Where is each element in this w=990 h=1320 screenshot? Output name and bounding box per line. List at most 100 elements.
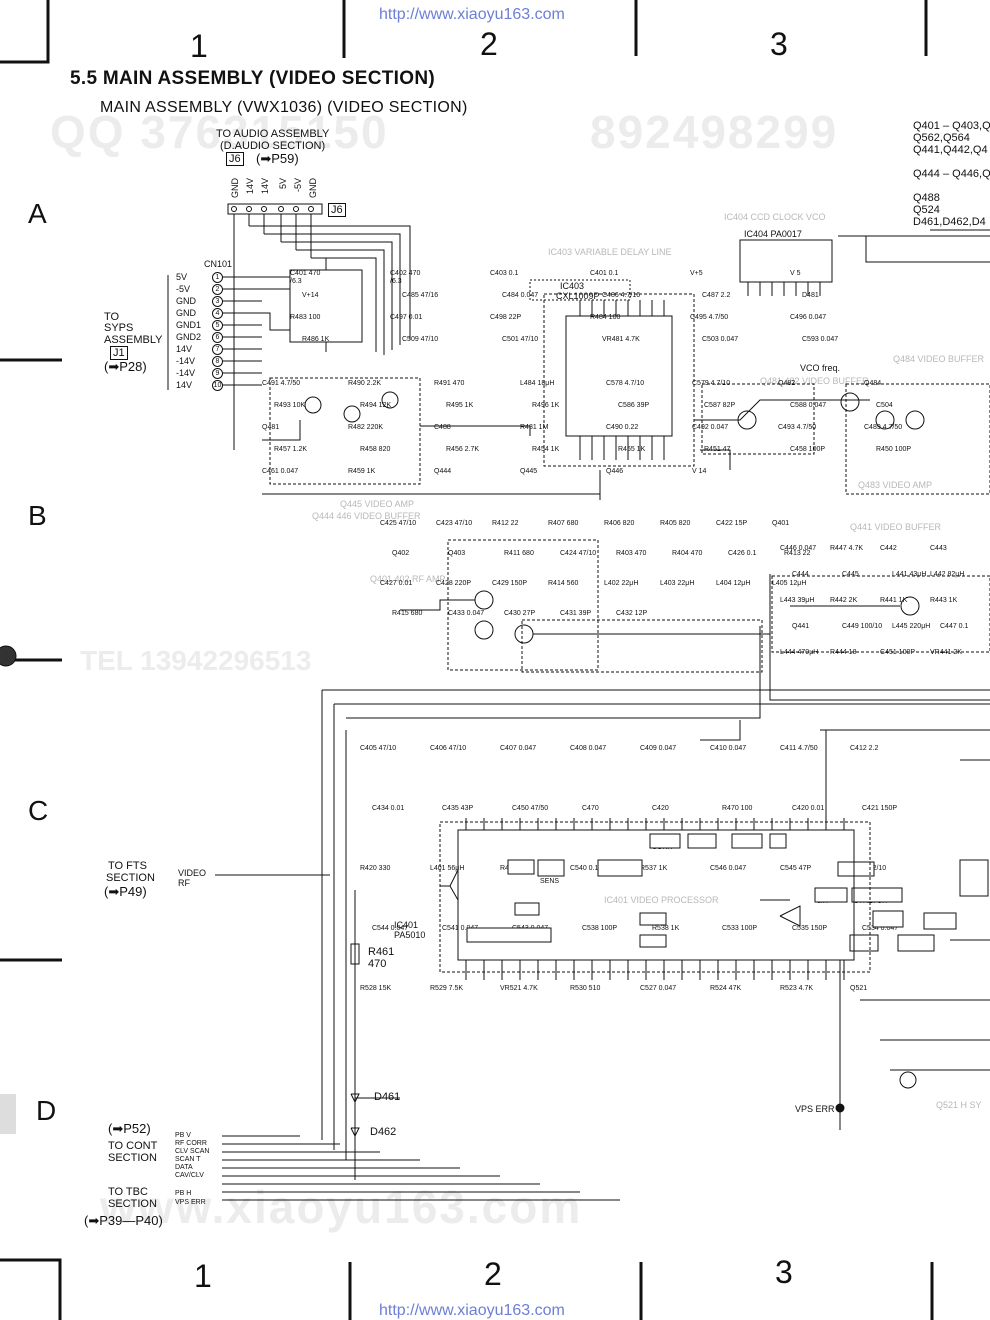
cn101-pin-3: GND	[176, 296, 196, 306]
component-rf-24: L405 12μH	[772, 580, 807, 587]
component-lower-16: C421 150P	[862, 805, 898, 812]
component-rf-10: Q403	[448, 550, 466, 557]
q441-symbol	[900, 596, 920, 616]
tbc-page[interactable]: (➡P39—P40)	[84, 1213, 163, 1228]
ic401-box	[439, 821, 871, 973]
d462-symbol	[350, 1127, 360, 1138]
q401-symbol	[474, 590, 494, 610]
corner-mark-bottom-left	[0, 1258, 62, 1320]
feedback-line-1	[262, 470, 601, 495]
component-top-5: V+5	[690, 270, 703, 277]
cn101-pin-10: 14V	[176, 380, 193, 390]
component-lower-21: R537 1K	[640, 865, 668, 872]
page-subtitle: MAIN ASSEMBLY (VWX1036) (VIDEO SECTION)	[100, 99, 468, 116]
syps-id: J1	[110, 346, 128, 360]
component-mid-15: C588 0.047	[790, 402, 827, 409]
component-lower-15: C420 0.01	[792, 805, 825, 812]
component-rf-19: C429 150P	[492, 580, 528, 587]
syps-line3: ASSEMBLY	[104, 334, 163, 346]
cont-signal-5: DATA	[175, 1164, 193, 1171]
ic403-part: CXL1009P	[556, 291, 600, 301]
syps-line2: SYPS	[104, 322, 134, 334]
component-mid-16: C504	[876, 402, 893, 409]
component-right-9: L443 39μH	[780, 597, 815, 604]
note-q488: Q488	[913, 192, 940, 204]
note-q401: Q401 – Q403,Q	[913, 120, 990, 132]
q521-symbol	[899, 1071, 917, 1089]
rf-in	[400, 599, 475, 611]
ic403-dash-outline	[529, 279, 631, 301]
function-block-12	[923, 912, 957, 930]
component-rf-28: C431 39P	[560, 610, 592, 617]
component-right-12: R443 1K	[930, 597, 958, 604]
watermark-url-bottom[interactable]: http://www.xiaoyu163.com	[379, 1302, 565, 1319]
column-label-3: 3	[770, 26, 788, 62]
fts-page[interactable]: (➡P49)	[104, 884, 147, 899]
component-mid-6: C579 4.7/10	[692, 380, 731, 387]
component-lower-25: C544 0.047	[372, 925, 409, 932]
component-mid-31: C458 100P	[790, 446, 826, 453]
component-lower-32: C534 0.047	[862, 925, 899, 932]
component-mid-18: R482 220K	[348, 424, 384, 431]
q446-output	[420, 425, 531, 436]
r461-body	[350, 943, 360, 965]
j6-pin-6	[308, 206, 314, 212]
component-right-16: C447 0.1	[940, 623, 969, 630]
syps-line1: TO	[104, 311, 120, 323]
component-top-2: C402 470 /6.3	[390, 270, 421, 285]
audio-connector-page[interactable]: (➡P59)	[256, 151, 299, 166]
component-rf-27: C430 27P	[504, 610, 536, 617]
component-lower-6: C410 0.047	[710, 745, 747, 752]
d461-label: D461	[374, 1091, 401, 1103]
ic404-name: IC404 PA0017	[744, 229, 802, 239]
component-top-24: C593 0.047	[802, 336, 839, 343]
ic404-right-wire	[865, 236, 990, 263]
component-rf-12: C424 47/10	[560, 550, 597, 557]
component-lower-20: C540 0.1	[570, 865, 599, 872]
note-q444: Q444 – Q446,Q	[913, 168, 990, 180]
j6-pin-2	[246, 206, 252, 212]
component-mid-36: Q445	[520, 468, 538, 475]
watermark-phone: 892498299	[590, 106, 839, 158]
d461-symbol	[350, 1093, 360, 1104]
cn101-pin-8: -14V	[176, 356, 196, 366]
q446-symbol	[381, 391, 399, 409]
component-lower-10: C435 43P	[442, 805, 474, 812]
audio-connector-line2: (D.AUDIO SECTION)	[220, 140, 326, 152]
component-mid-13: C586 39P	[618, 402, 650, 409]
audio-connector-id: J6	[226, 152, 244, 166]
cont-page[interactable]: (➡P52)	[108, 1121, 151, 1136]
component-rf-25: R415 680	[392, 610, 423, 617]
component-top-23: C503 0.047	[702, 336, 739, 343]
component-lower-31: C535 150P	[792, 925, 828, 932]
component-lower-4: C408 0.047	[570, 745, 607, 752]
component-rf-23: L404 12μH	[716, 580, 751, 587]
binding-shade	[0, 1094, 16, 1134]
component-rf-21: L402 22μH	[604, 580, 639, 587]
component-rf-11: R411 680	[504, 550, 534, 557]
component-mid-2: R490 2.2K	[348, 380, 382, 387]
syps-page[interactable]: (➡P28)	[104, 359, 147, 374]
hole-punch	[0, 645, 17, 667]
watermark-url-top[interactable]: http://www.xiaoyu163.com	[379, 6, 565, 23]
component-rf-29: C432 12P	[616, 610, 648, 617]
component-lower-22: C546 0.047	[710, 865, 747, 872]
component-rf-6: R405 820	[660, 520, 691, 527]
q482-symbol	[840, 392, 860, 412]
function-block-15	[466, 927, 552, 943]
component-top-22: VR481 4.7K	[602, 336, 640, 343]
column-label-2: 2	[480, 26, 498, 62]
function-block-13	[849, 934, 879, 952]
component-mid-4: L484 18μH	[520, 380, 555, 387]
component-mid-19: C488	[434, 424, 451, 431]
component-mid-32: R450 100P	[876, 446, 912, 453]
j6-m5v	[296, 249, 385, 355]
q441-region	[771, 575, 990, 653]
component-top-1: C401 470 /6.3	[290, 270, 321, 285]
ic401-part: PA5010	[394, 930, 426, 940]
q483-title: Q483 VIDEO AMP	[858, 480, 933, 490]
ic403-name: IC403	[560, 281, 585, 291]
cont-line2: SECTION	[108, 1152, 157, 1164]
component-lower-38: R524 47K	[710, 985, 742, 992]
